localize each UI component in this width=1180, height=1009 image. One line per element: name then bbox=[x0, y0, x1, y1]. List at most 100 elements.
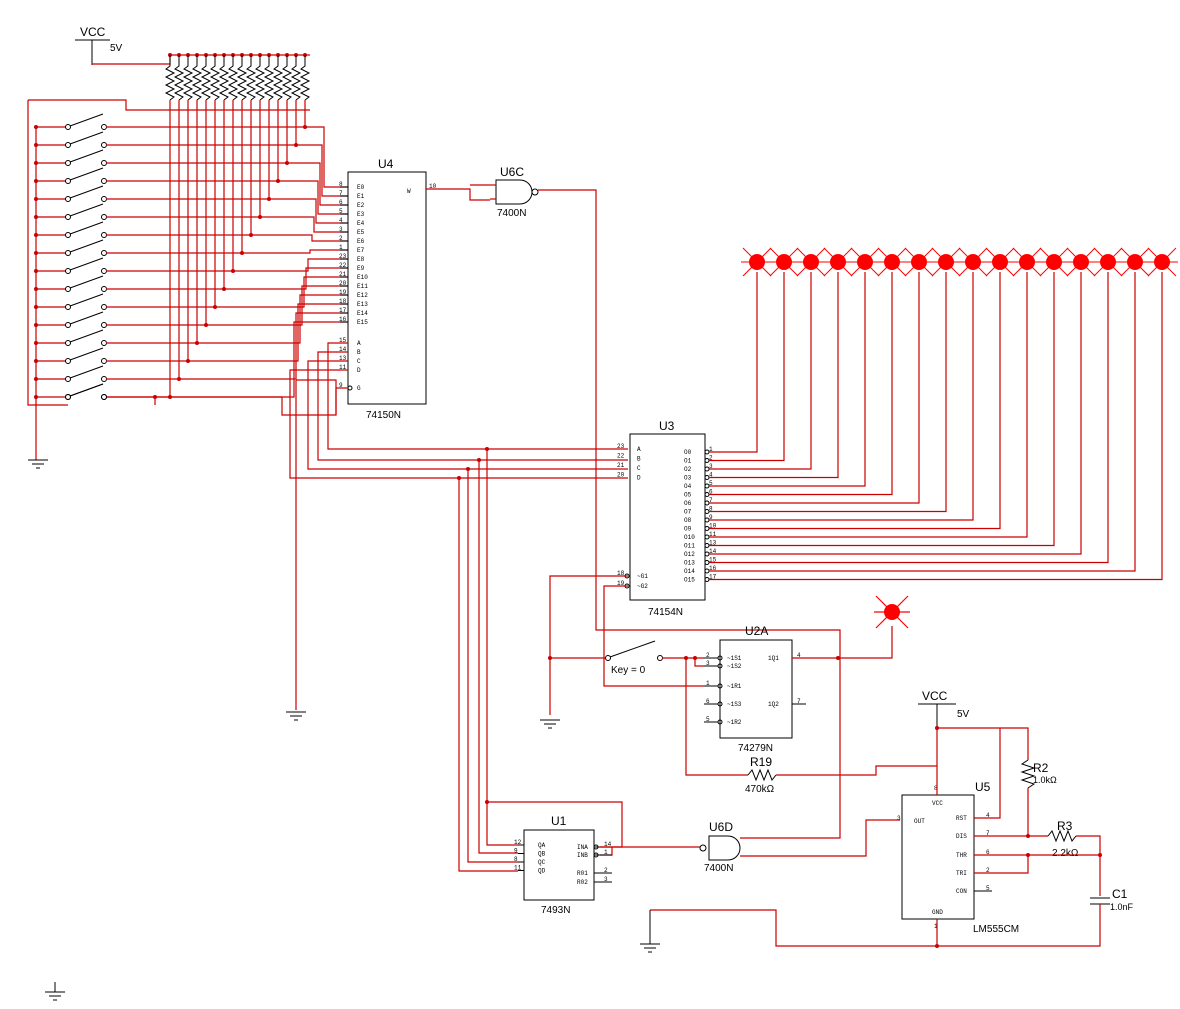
u5-pin-num: 7 bbox=[986, 830, 990, 837]
u5-pin-num: 5 bbox=[986, 885, 990, 892]
u4-out-name: W bbox=[407, 188, 411, 195]
led-indicator bbox=[1038, 247, 1070, 277]
key-switch[interactable]: Key = 0 bbox=[605, 640, 749, 776]
u5-out-name: OUT bbox=[914, 818, 925, 825]
u4-pin-num: 19 bbox=[339, 289, 347, 296]
toggle-switch[interactable] bbox=[34, 100, 348, 224]
u4-pin-name: E13 bbox=[357, 301, 368, 308]
u3-out-name: O10 bbox=[684, 534, 695, 541]
toggle-switch[interactable] bbox=[34, 100, 348, 346]
u4-pin-num: 5 bbox=[339, 208, 343, 215]
u3-pin-name: A bbox=[637, 446, 641, 453]
u2a-out-num: 4 bbox=[797, 652, 801, 659]
u4-pin-num: 15 bbox=[339, 337, 347, 344]
r19-ref: R19 bbox=[750, 755, 772, 769]
u3-ref: U3 bbox=[659, 419, 675, 433]
led-indicator bbox=[903, 247, 935, 277]
toggle-switch[interactable] bbox=[34, 100, 348, 188]
toggle-switch[interactable] bbox=[34, 100, 348, 256]
toggle-switch[interactable] bbox=[34, 100, 348, 292]
u2a-pin-name: ~1R1 bbox=[727, 683, 742, 690]
u4-pin-name: E7 bbox=[357, 247, 365, 254]
led-indicator bbox=[741, 247, 773, 277]
led-indicator bbox=[768, 247, 800, 277]
u4-pin-name: E9 bbox=[357, 265, 365, 272]
u3-out-num: 11 bbox=[709, 531, 717, 538]
latch-led bbox=[874, 595, 910, 629]
u4-pin-num: 4 bbox=[339, 217, 343, 224]
r3-resistor: R3 2.2kΩ bbox=[974, 819, 1102, 896]
u2a-pin-num: 5 bbox=[706, 716, 710, 723]
u3-out-num: 9 bbox=[709, 514, 713, 521]
r19-value: 470kΩ bbox=[745, 784, 775, 795]
vcc-555-label: VCC bbox=[922, 689, 948, 703]
u5-pin-num: 4 bbox=[986, 812, 990, 819]
toggle-switch[interactable] bbox=[34, 100, 348, 206]
u5-pin-num: 2 bbox=[986, 867, 990, 874]
c1-ref: C1 bbox=[1112, 887, 1128, 901]
u3-out-name: O15 bbox=[684, 577, 695, 584]
u3-en-num: 18 bbox=[617, 570, 625, 577]
u4-pin-name: E15 bbox=[357, 319, 368, 326]
u2a-pin-num: 6 bbox=[706, 698, 710, 705]
led-indicator bbox=[849, 247, 881, 277]
toggle-switch[interactable] bbox=[34, 100, 348, 382]
toggle-switch[interactable] bbox=[34, 100, 348, 328]
u4-pin-num: 17 bbox=[339, 307, 347, 314]
vcc-555: VCC 5V bbox=[918, 689, 1029, 819]
pullup-resistor bbox=[218, 55, 230, 101]
u4-pin-num: 2 bbox=[339, 235, 343, 242]
u3-out-name: O5 bbox=[684, 492, 692, 499]
toggle-switch[interactable] bbox=[34, 100, 348, 197]
u3-out-name: O3 bbox=[684, 475, 692, 482]
u2a-pin-num: 2 bbox=[706, 652, 710, 659]
led-indicator bbox=[822, 247, 854, 277]
u3-out-name: O14 bbox=[684, 568, 695, 575]
u3-pin-name: D bbox=[637, 475, 641, 482]
toggle-switch[interactable] bbox=[34, 100, 348, 215]
pullup-resistor bbox=[182, 55, 194, 101]
led-indicator bbox=[957, 247, 989, 277]
u2a-pin-name: ~1S1 bbox=[727, 655, 742, 662]
led-indicator bbox=[876, 247, 908, 277]
toggle-switch[interactable] bbox=[34, 100, 348, 242]
u4-pin-name: E1 bbox=[357, 193, 365, 200]
u4-pin-name: B bbox=[357, 349, 361, 356]
u6c-ref: U6C bbox=[500, 165, 524, 179]
u3-part: 74154N bbox=[648, 607, 683, 618]
u2a-out-name: 1Q1 bbox=[768, 655, 779, 662]
u3-out-num: 16 bbox=[709, 565, 717, 572]
ground-555-icon bbox=[640, 910, 660, 953]
u3-out-num: 17 bbox=[709, 574, 717, 581]
u3-out-num: 5 bbox=[709, 480, 713, 487]
u1-pin-num: 8 bbox=[514, 856, 518, 863]
u4-pin-name: E6 bbox=[357, 238, 365, 245]
u6d-part: 7400N bbox=[704, 863, 733, 874]
toggle-switch[interactable] bbox=[34, 100, 348, 364]
pullup-resistor bbox=[245, 55, 257, 101]
r2-ref: R2 bbox=[1033, 761, 1049, 775]
toggle-switch[interactable] bbox=[34, 100, 348, 310]
led-indicator bbox=[795, 247, 827, 277]
u5-part: LM555CM bbox=[973, 924, 1019, 935]
u1-out-name: INA bbox=[577, 844, 588, 851]
u5-vcc-name: VCC bbox=[932, 800, 943, 807]
u3-en-num: 19 bbox=[617, 580, 625, 587]
u2a-out-num: 7 bbox=[797, 698, 801, 705]
u5-pin-num: 6 bbox=[986, 849, 990, 856]
u4-out-num: 10 bbox=[429, 183, 437, 190]
u2a-pin-name: ~1R2 bbox=[727, 719, 742, 726]
u4-pin-name: A bbox=[357, 340, 361, 347]
u5-pin-name: CON bbox=[956, 888, 967, 895]
toggle-switch[interactable] bbox=[34, 100, 348, 233]
c1-value: 1.0nF bbox=[1110, 902, 1134, 912]
u3-out-name: O4 bbox=[684, 483, 692, 490]
r3-value: 2.2kΩ bbox=[1052, 848, 1079, 859]
u4-pin-num: 7 bbox=[339, 190, 343, 197]
led-indicator bbox=[984, 247, 1016, 277]
